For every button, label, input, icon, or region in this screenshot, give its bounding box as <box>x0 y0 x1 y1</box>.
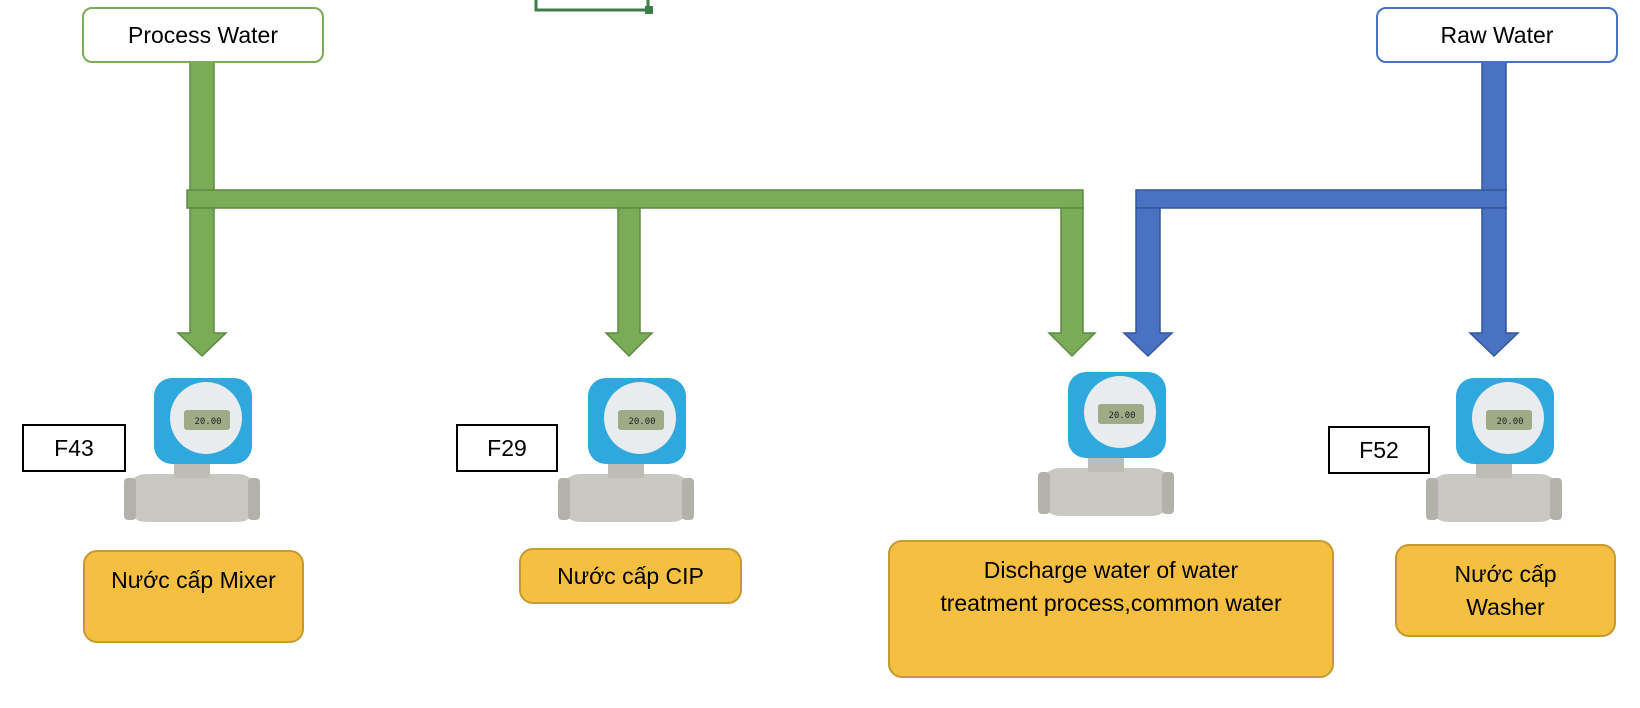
tag-f52: F52 <box>1328 426 1430 474</box>
flowmeter-f29: 20.00 <box>558 378 694 522</box>
label-mixer-text: Nước cấp Mixer <box>111 567 276 593</box>
stray-shape <box>534 0 650 12</box>
source-process-water: Process Water <box>82 7 324 63</box>
arrow-to-f43 <box>176 207 228 358</box>
source-raw-water-label: Raw Water <box>1440 21 1554 48</box>
label-washer-line1: Nước cấp <box>1454 560 1557 587</box>
tag-f52-label: F52 <box>1359 436 1399 463</box>
tag-f43: F43 <box>22 424 126 472</box>
label-discharge-line1: Discharge water of water <box>983 557 1239 583</box>
label-cip-text: Nước cấp CIP <box>557 562 704 589</box>
arrow-to-f29 <box>604 207 654 358</box>
tag-f29-label: F29 <box>487 434 527 461</box>
flowmeter-f43: 20.00 <box>124 378 260 522</box>
raw-header-pipe <box>1135 189 1507 209</box>
process-main-riser <box>189 61 215 193</box>
svg-text:20.00: 20.00 <box>1496 417 1523 427</box>
source-process-water-label: Process Water <box>128 21 278 48</box>
svg-text:20.00: 20.00 <box>1108 411 1135 421</box>
label-cip: Nước cấp CIP <box>519 548 742 604</box>
tag-f43-label: F43 <box>54 434 94 461</box>
label-discharge-line2: treatment process,common water <box>940 590 1282 616</box>
process-header-pipe <box>186 189 1084 209</box>
raw-main-riser <box>1481 61 1507 193</box>
tag-f29: F29 <box>456 424 558 472</box>
label-mixer: Nước cấp Mixer <box>83 550 304 643</box>
arrow-to-f52 <box>1468 207 1520 358</box>
flowmeter-f52: 20.00 <box>1426 378 1562 522</box>
label-washer-line2: Washer <box>1466 593 1545 620</box>
source-raw-water: Raw Water <box>1376 7 1618 63</box>
svg-text:20.00: 20.00 <box>628 417 655 427</box>
arrow-to-discharge-process <box>1047 207 1097 358</box>
arrow-to-discharge-raw <box>1122 207 1174 358</box>
label-washer: Nước cấp Washer <box>1395 544 1616 637</box>
svg-text:20.00: 20.00 <box>194 417 221 427</box>
label-discharge: Discharge water of water treatment proce… <box>888 540 1334 678</box>
stray-handle <box>645 6 653 14</box>
flowmeter-discharge: 20.00 <box>1038 372 1174 516</box>
